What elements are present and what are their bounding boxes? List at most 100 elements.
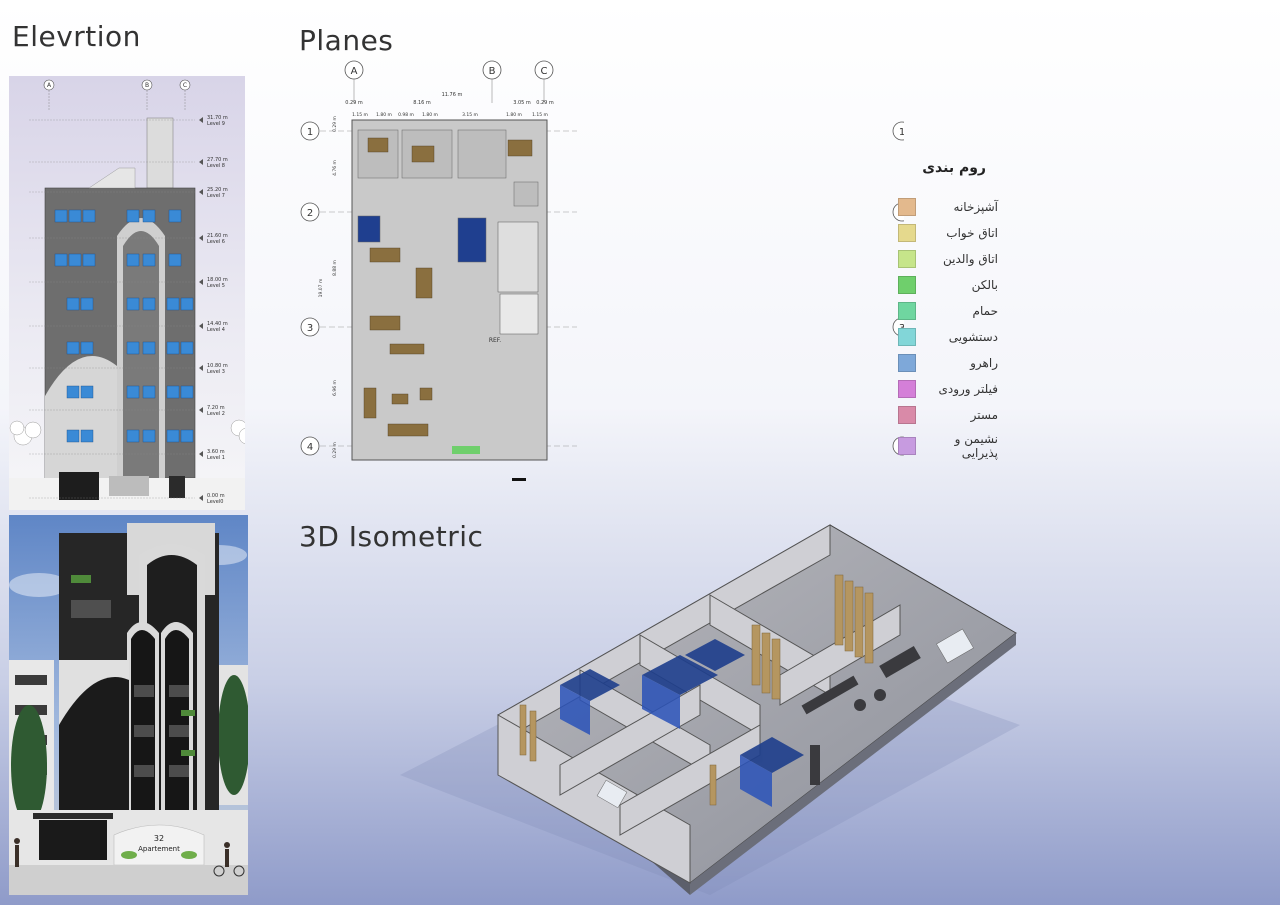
plan-room <box>357 215 381 243</box>
legend-item: دستشویی <box>898 328 998 346</box>
legend-label: دستشویی <box>948 330 998 344</box>
legend-label: حمام <box>972 304 998 318</box>
legend-swatch <box>898 328 916 346</box>
legend-item: مستر <box>898 406 998 424</box>
furniture <box>387 423 429 437</box>
facade-window <box>66 341 80 355</box>
furniture <box>415 267 433 299</box>
dimension: 1.80 m <box>506 112 522 118</box>
legend-label: مستر <box>970 408 998 422</box>
furniture <box>363 387 377 419</box>
grid-col-label: C <box>541 66 548 77</box>
legend-swatch <box>898 437 916 455</box>
isometric-svg <box>400 524 1020 895</box>
furniture <box>507 139 533 157</box>
level-marker-icon <box>199 495 203 501</box>
facade-window <box>68 209 82 223</box>
grid-label: A <box>47 82 52 89</box>
facade-window <box>166 429 180 443</box>
legend-item: اتاق خواب <box>898 224 998 242</box>
facade-window <box>126 209 140 223</box>
facade-window <box>142 385 156 399</box>
facade-window <box>126 429 140 443</box>
legend-item: نشیمن و پذیرایی <box>898 432 998 460</box>
facade-window <box>82 209 96 223</box>
facade-window <box>126 297 140 311</box>
facade-window <box>66 429 80 443</box>
legend-label: اتاق والدین <box>942 252 998 266</box>
level-elevation: 0.00 m <box>207 493 225 499</box>
legend-label: آشپزخانه <box>953 200 998 214</box>
level-marker-icon <box>199 235 203 241</box>
facade-window <box>166 385 180 399</box>
level-name: Level0 <box>207 499 223 505</box>
level-elevation: 3.60 m <box>207 449 225 455</box>
facade-window <box>168 253 182 267</box>
room-legend: روم بندی آشپزخانه اتاق خواب اتاق والدین بال… <box>898 152 1008 472</box>
furniture <box>391 393 409 405</box>
legend-item: فیلتر ورودی <box>898 380 998 398</box>
plan-room <box>357 129 399 179</box>
planes-title: Planes <box>299 24 394 57</box>
elevation-title: Elevrtion <box>12 20 141 53</box>
isometric-title: 3D Isometric <box>299 520 484 553</box>
dimension: 1.80 m <box>422 112 438 118</box>
level-elevation: 27.70 m <box>207 157 228 163</box>
facade-window <box>66 385 80 399</box>
facade-window <box>166 297 180 311</box>
dimension: 1.80 m <box>376 112 392 118</box>
legend-swatch <box>898 406 916 424</box>
facade-window <box>126 385 140 399</box>
balcony <box>452 446 480 454</box>
legend-swatch <box>898 224 916 242</box>
level-name: Level 5 <box>207 283 225 289</box>
facade-window <box>142 209 156 223</box>
isometric-view <box>380 515 1030 900</box>
grid-row-label: 3 <box>307 323 313 334</box>
dimension: 11.76 m <box>442 92 463 98</box>
level-name: Level 9 <box>207 121 225 127</box>
level-elevation: 10.80 m <box>207 363 228 369</box>
level-name: Level 6 <box>207 239 225 245</box>
grid-row-label: 1 <box>307 127 313 138</box>
facade-window <box>180 429 194 443</box>
render-sign-number: 32 <box>154 834 164 843</box>
plan-room <box>457 129 507 179</box>
legend-label: فیلتر ورودی <box>938 382 998 396</box>
dimension: 8.88 m <box>332 260 338 276</box>
grid-label: C <box>183 82 187 89</box>
legend-swatch <box>898 198 916 216</box>
facade-window <box>142 253 156 267</box>
grid-row-label: 1 <box>899 127 904 138</box>
dimension: 8.16 m <box>413 100 431 106</box>
legend-label: بالکن <box>971 278 998 292</box>
legend-label: راهرو <box>970 356 998 370</box>
dimension: 3.05 m <box>513 100 531 106</box>
level-marker-icon <box>199 451 203 457</box>
facade-window <box>54 253 68 267</box>
legend-label: اتاق خواب <box>946 226 998 240</box>
facade-window <box>180 341 194 355</box>
level-marker-icon <box>199 365 203 371</box>
fridge-label: REF. <box>489 337 501 344</box>
facade-window <box>142 297 156 311</box>
legend-title: روم بندی <box>922 160 986 176</box>
dimension: 3.15 m <box>462 112 478 118</box>
dimension: 0.29 m <box>332 442 338 458</box>
dimension: 19.07 m <box>318 279 324 298</box>
facade-window <box>80 429 94 443</box>
level-marker-icon <box>199 279 203 285</box>
level-marker-icon <box>199 189 203 195</box>
facade-window <box>180 385 194 399</box>
legend-item: آشپزخانه <box>898 198 998 216</box>
furniture <box>369 315 401 331</box>
furniture <box>369 247 401 263</box>
dimension: 1.15 m <box>352 112 368 118</box>
furniture <box>419 387 433 401</box>
level-elevation: 25.20 m <box>207 187 228 193</box>
legend-swatch <box>898 380 916 398</box>
plan-room <box>513 181 539 207</box>
level-marker-icon <box>199 323 203 329</box>
